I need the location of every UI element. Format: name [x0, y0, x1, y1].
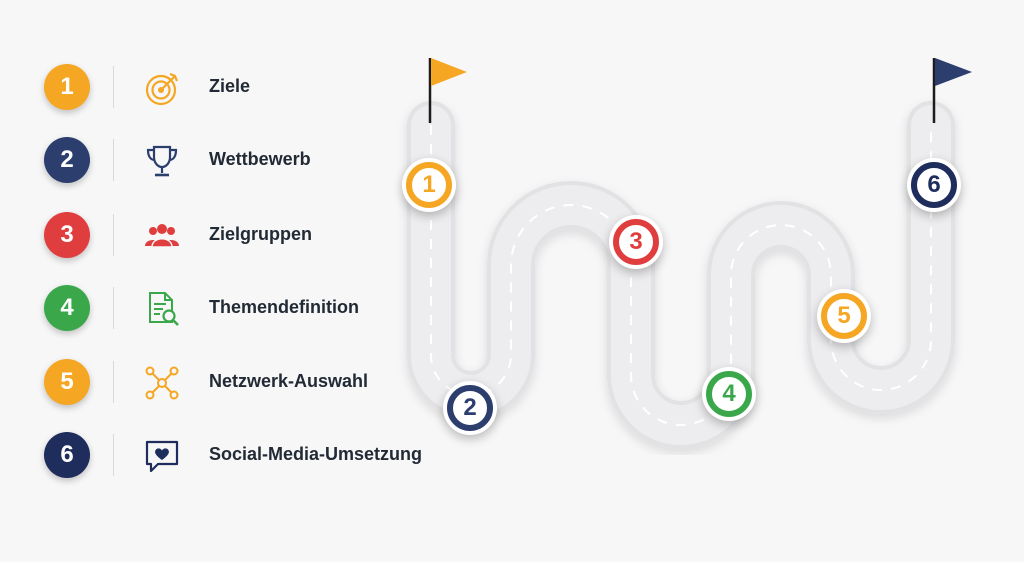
legend-item-netzwerk-auswahl: 5 Netzwerk-Auswahl: [44, 359, 444, 409]
legend-item-zielgruppen: 3 Zielgruppen: [44, 212, 444, 262]
road-marker-1: 1: [402, 158, 456, 212]
road-center-dashes: [430, 125, 932, 426]
divider: [113, 139, 114, 181]
road-surface: [411, 105, 951, 445]
step-label: Wettbewerb: [209, 149, 311, 169]
divider: [113, 361, 114, 403]
chat-heart-icon: [142, 436, 182, 476]
step-number-badge: 6: [44, 432, 90, 478]
legend-item-ziele: 1 Ziele: [44, 64, 444, 114]
step-number-badge: 5: [44, 359, 90, 405]
step-number-badge: 2: [44, 137, 90, 183]
road-marker-3: 3: [609, 215, 663, 269]
start-flag: [428, 58, 467, 123]
document-search-icon: [142, 289, 182, 329]
finish-flag: [932, 58, 972, 123]
step-number-badge: 3: [44, 212, 90, 258]
step-label: Zielgruppen: [209, 224, 312, 244]
legend-item-wettbewerb: 2 Wettbewerb: [44, 137, 444, 187]
divider: [113, 214, 114, 256]
step-label: Ziele: [209, 76, 251, 96]
network-icon: [142, 363, 182, 403]
divider: [113, 66, 114, 108]
legend-item-themendefinition: 4 Themendefinition: [44, 285, 444, 335]
road-marker-4: 4: [702, 367, 756, 421]
step-legend: 1 Ziele 2 Wettbewerb 3: [0, 0, 440, 562]
divider: [113, 287, 114, 329]
step-label: Netzwerk-Auswahl: [209, 371, 369, 391]
step-label: Themendefinition: [209, 297, 359, 317]
people-group-icon: [142, 216, 182, 256]
road-marker-6: 6: [907, 158, 961, 212]
road-marker-2: 2: [443, 381, 497, 435]
legend-item-social-media-umsetzung: 6 Social-Media-Umsetzung: [44, 432, 444, 482]
road-marker-5: 5: [817, 289, 871, 343]
step-number-badge: 4: [44, 285, 90, 331]
step-label: Social-Media-Umsetzung: [209, 444, 423, 464]
step-number-badge: 1: [44, 64, 90, 110]
trophy-icon: [142, 141, 182, 181]
target-icon: [142, 68, 182, 108]
divider: [113, 434, 114, 476]
